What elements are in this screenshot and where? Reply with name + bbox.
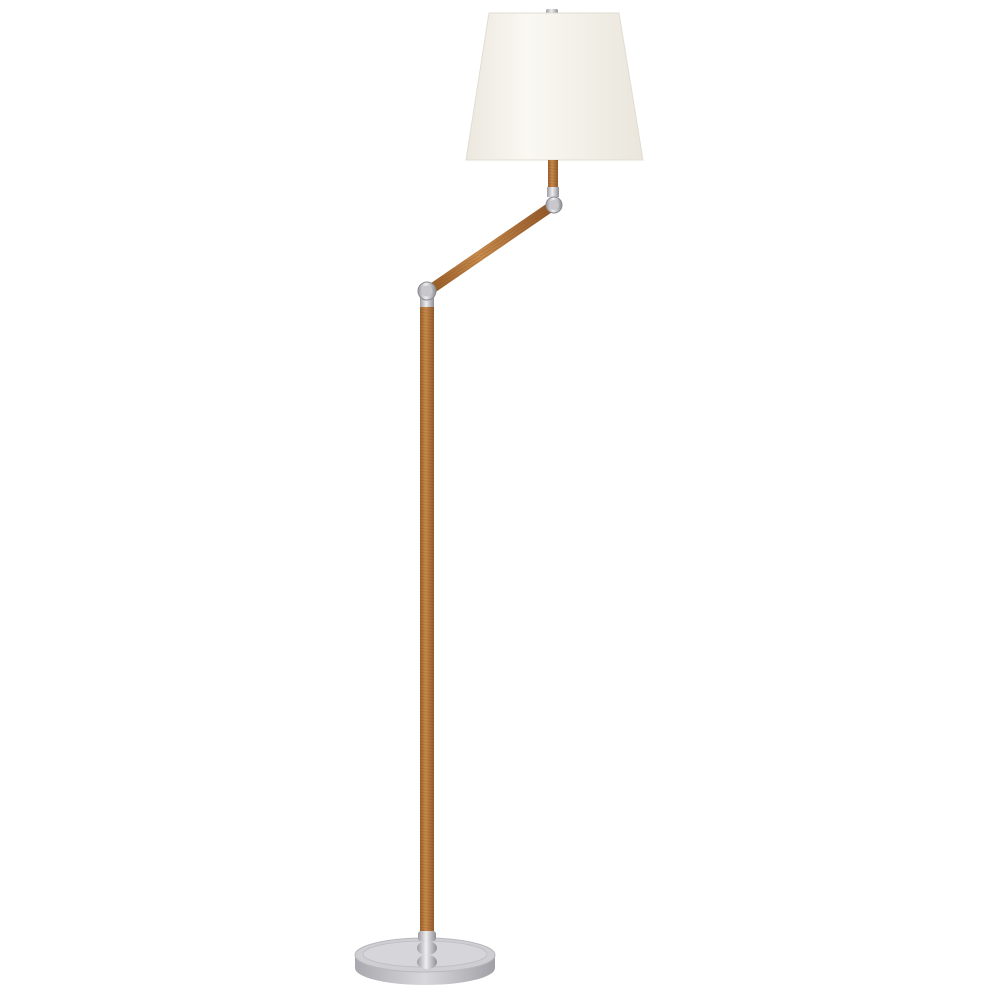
upper-joint [545,187,563,214]
lamp-base [354,931,496,985]
lamp-shade [465,9,644,161]
lamp-pole [420,307,434,933]
adjustable-arm [430,204,552,292]
shade-stem [548,160,558,188]
base-collar [417,931,437,969]
lower-joint [417,281,437,308]
